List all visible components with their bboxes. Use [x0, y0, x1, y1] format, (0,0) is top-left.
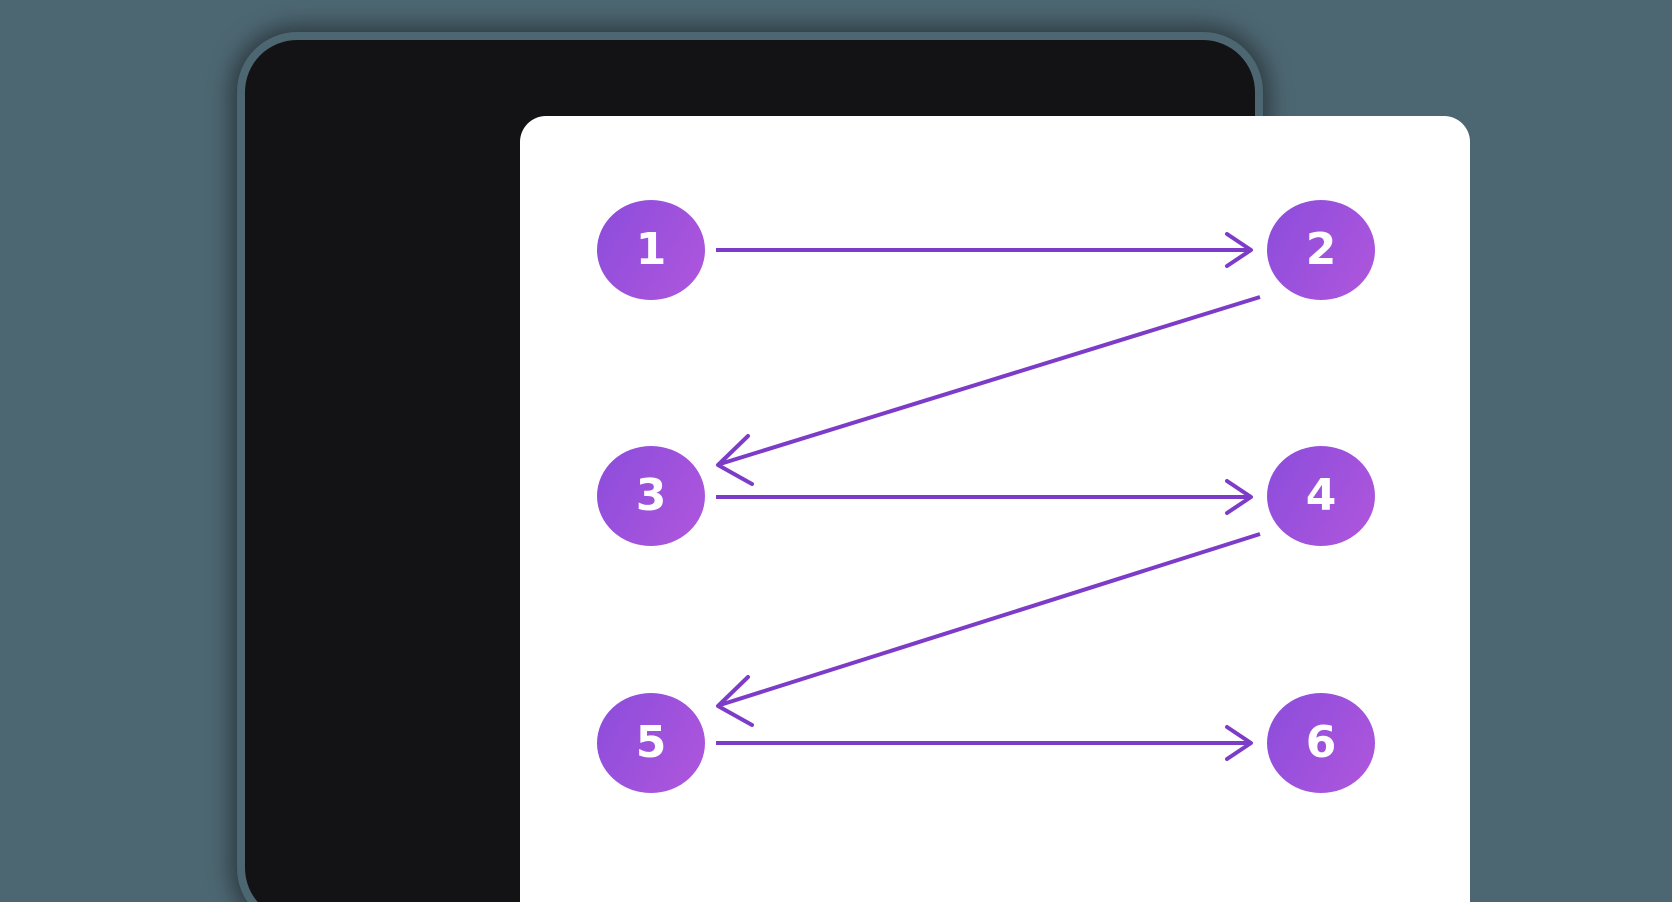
graph-node-6-label: 6: [1305, 717, 1337, 768]
edge-1-to-2: [716, 232, 1253, 268]
edge-2-to-3-arrowhead: [716, 434, 754, 486]
graph-node-4[interactable]: 4: [1267, 446, 1375, 546]
graph-node-5[interactable]: 5: [597, 693, 705, 793]
edge-3-to-4: [716, 479, 1253, 515]
graph-node-3-label: 3: [635, 470, 667, 521]
graph-node-2-label: 2: [1305, 224, 1337, 275]
device-screen: 1 2 3 4 5 6: [520, 116, 1470, 902]
edge-5-to-6: [716, 725, 1253, 761]
device-bezel: 1 2 3 4 5 6: [245, 40, 1470, 902]
flow-diagram: 1 2 3 4 5 6: [520, 116, 1470, 902]
graph-node-2[interactable]: 2: [1267, 200, 1375, 300]
edge-4-to-5: [716, 532, 1261, 727]
edge-2-to-3: [716, 295, 1261, 486]
graph-node-6[interactable]: 6: [1267, 693, 1375, 793]
graph-node-5-label: 5: [635, 717, 667, 768]
graph-node-1[interactable]: 1: [597, 200, 705, 300]
edge-5-to-6-arrowhead: [1225, 725, 1253, 761]
edge-4-to-5-arrowhead: [716, 675, 754, 727]
graph-node-1-label: 1: [635, 224, 667, 275]
edge-4-to-5-line: [719, 532, 1261, 707]
graph-node-4-label: 4: [1305, 470, 1337, 521]
edge-2-to-3-line: [719, 295, 1261, 466]
edge-1-to-2-arrowhead: [1225, 232, 1253, 268]
edge-3-to-4-arrowhead: [1225, 479, 1253, 515]
graph-node-3[interactable]: 3: [597, 446, 705, 546]
